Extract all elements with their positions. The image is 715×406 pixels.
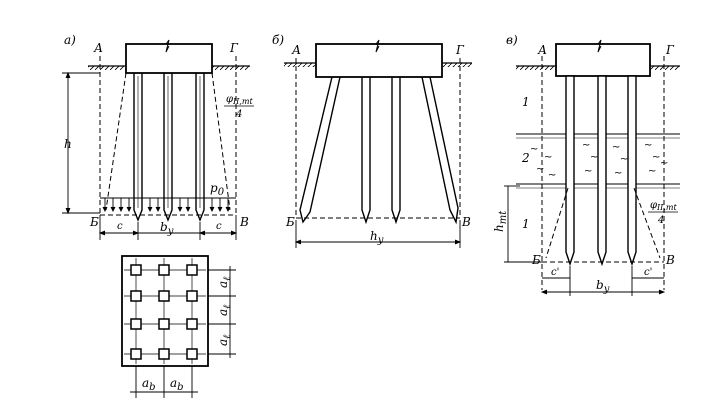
panel-v-phi-denominator: 4: [657, 215, 664, 226]
panel-b-hy-dimension: [294, 220, 462, 248]
panel-b-point-b: Б: [285, 215, 295, 229]
svg-text:~: ~: [590, 152, 598, 163]
plan-al-dimensions: [208, 266, 236, 358]
svg-text:~: ~: [644, 140, 652, 151]
plan-al-label-3: aℓ: [216, 335, 233, 346]
panel-a-label: а): [64, 33, 76, 47]
panel-a-c-left: c: [117, 221, 123, 232]
panel-v-layer-1: 1: [522, 95, 530, 109]
panel-v-c-prime-right: c': [644, 267, 652, 278]
panel-a-point-g: Г: [229, 41, 239, 55]
panel-b-envelope: [295, 58, 461, 219]
plan-al-label-2: aℓ: [216, 305, 233, 316]
panel-v-hmt-label: hmt: [492, 210, 509, 232]
panel-a-p0-label: p0: [210, 181, 225, 198]
svg-text:~: ~: [548, 170, 556, 181]
plan-view: aℓ aℓ aℓ ab ab: [121, 255, 236, 398]
svg-text:~: ~: [530, 144, 538, 155]
panel-b-point-g: Г: [455, 43, 465, 57]
panel-a-by-label: by: [160, 220, 174, 237]
plan-ab-label-1: ab: [142, 376, 156, 393]
panel-v-point-v: В: [665, 253, 675, 267]
panel-a-point-a: А: [93, 41, 103, 55]
panel-v-phi-label: φII,mt: [650, 200, 677, 212]
svg-text:~: ~: [648, 166, 656, 177]
panel-a-ground-left: [88, 65, 126, 70]
panel-b-diagram: б) hy А Г: [272, 33, 472, 248]
svg-text:~: ~: [536, 164, 544, 175]
panel-v-point-g: Г: [665, 43, 675, 57]
panel-v-layer-2: 2: [521, 151, 530, 165]
panel-a-point-v: В: [239, 215, 249, 229]
svg-text:~: ~: [652, 152, 660, 163]
plan-al-label-1: aℓ: [216, 277, 233, 288]
panel-b-label: б): [272, 33, 284, 47]
panel-v-c-prime-dimensions: [542, 266, 664, 296]
panel-a-point-b: Б: [89, 215, 99, 229]
panel-v-ground-right: [650, 65, 680, 70]
panel-a-pressure-arrows: [100, 197, 236, 213]
panel-v-pile-cap: [555, 43, 651, 77]
panel-b-ground-right: [442, 62, 472, 67]
panel-a-h-label: h: [64, 137, 72, 151]
svg-text:~: ~: [620, 154, 628, 165]
panel-v-c-prime-left: c': [551, 267, 559, 278]
panel-a-ground-right: [212, 65, 250, 70]
svg-text:~: ~: [544, 152, 552, 163]
panel-a-piles: [133, 73, 205, 222]
panel-v-point-b: Б: [531, 253, 541, 267]
panel-v-hmt-dimension: [504, 185, 542, 263]
panel-a-phi-label: φII,mt: [226, 94, 253, 106]
panel-a-bottom-dimensions: [98, 215, 238, 240]
plan-ab-dimensions: [130, 366, 198, 398]
panel-v-by-dimension: [540, 289, 666, 295]
panel-v-diagram: в) ~~~~ ~~~ ~~~ ~~~~: [492, 33, 680, 296]
panel-v-point-a: А: [537, 43, 547, 57]
panel-b-pile-cap: [315, 43, 443, 78]
panel-a-c-right: c: [216, 221, 222, 232]
svg-text:~: ~: [582, 140, 590, 151]
panel-v-piles: [565, 75, 637, 267]
plan-ab-label-2: ab: [170, 376, 184, 393]
panel-b-piles: [299, 76, 459, 225]
panel-a-diagram: а): [62, 33, 254, 240]
panel-v-by-label: by: [596, 278, 610, 295]
panel-b-hy-label: hy: [370, 229, 384, 246]
panel-a-envelope: [99, 56, 237, 216]
panel-a-pile-cap: [125, 43, 213, 74]
panel-a-h-dimension: [62, 71, 100, 215]
panel-v-label: в): [506, 33, 518, 47]
panel-b-point-v: В: [461, 215, 471, 229]
panel-b-ground-left: [284, 62, 316, 67]
panel-v-envelope: [541, 56, 665, 290]
panel-v-ground-left: [516, 65, 556, 70]
panel-b-point-a: А: [291, 43, 301, 57]
plan-piles: [130, 264, 198, 360]
svg-text:~: ~: [614, 168, 622, 179]
svg-text:~: ~: [612, 142, 620, 153]
panel-a-phi-denominator: 4: [235, 109, 242, 120]
panel-v-layer-3: 1: [522, 217, 530, 231]
svg-text:~: ~: [584, 166, 592, 177]
